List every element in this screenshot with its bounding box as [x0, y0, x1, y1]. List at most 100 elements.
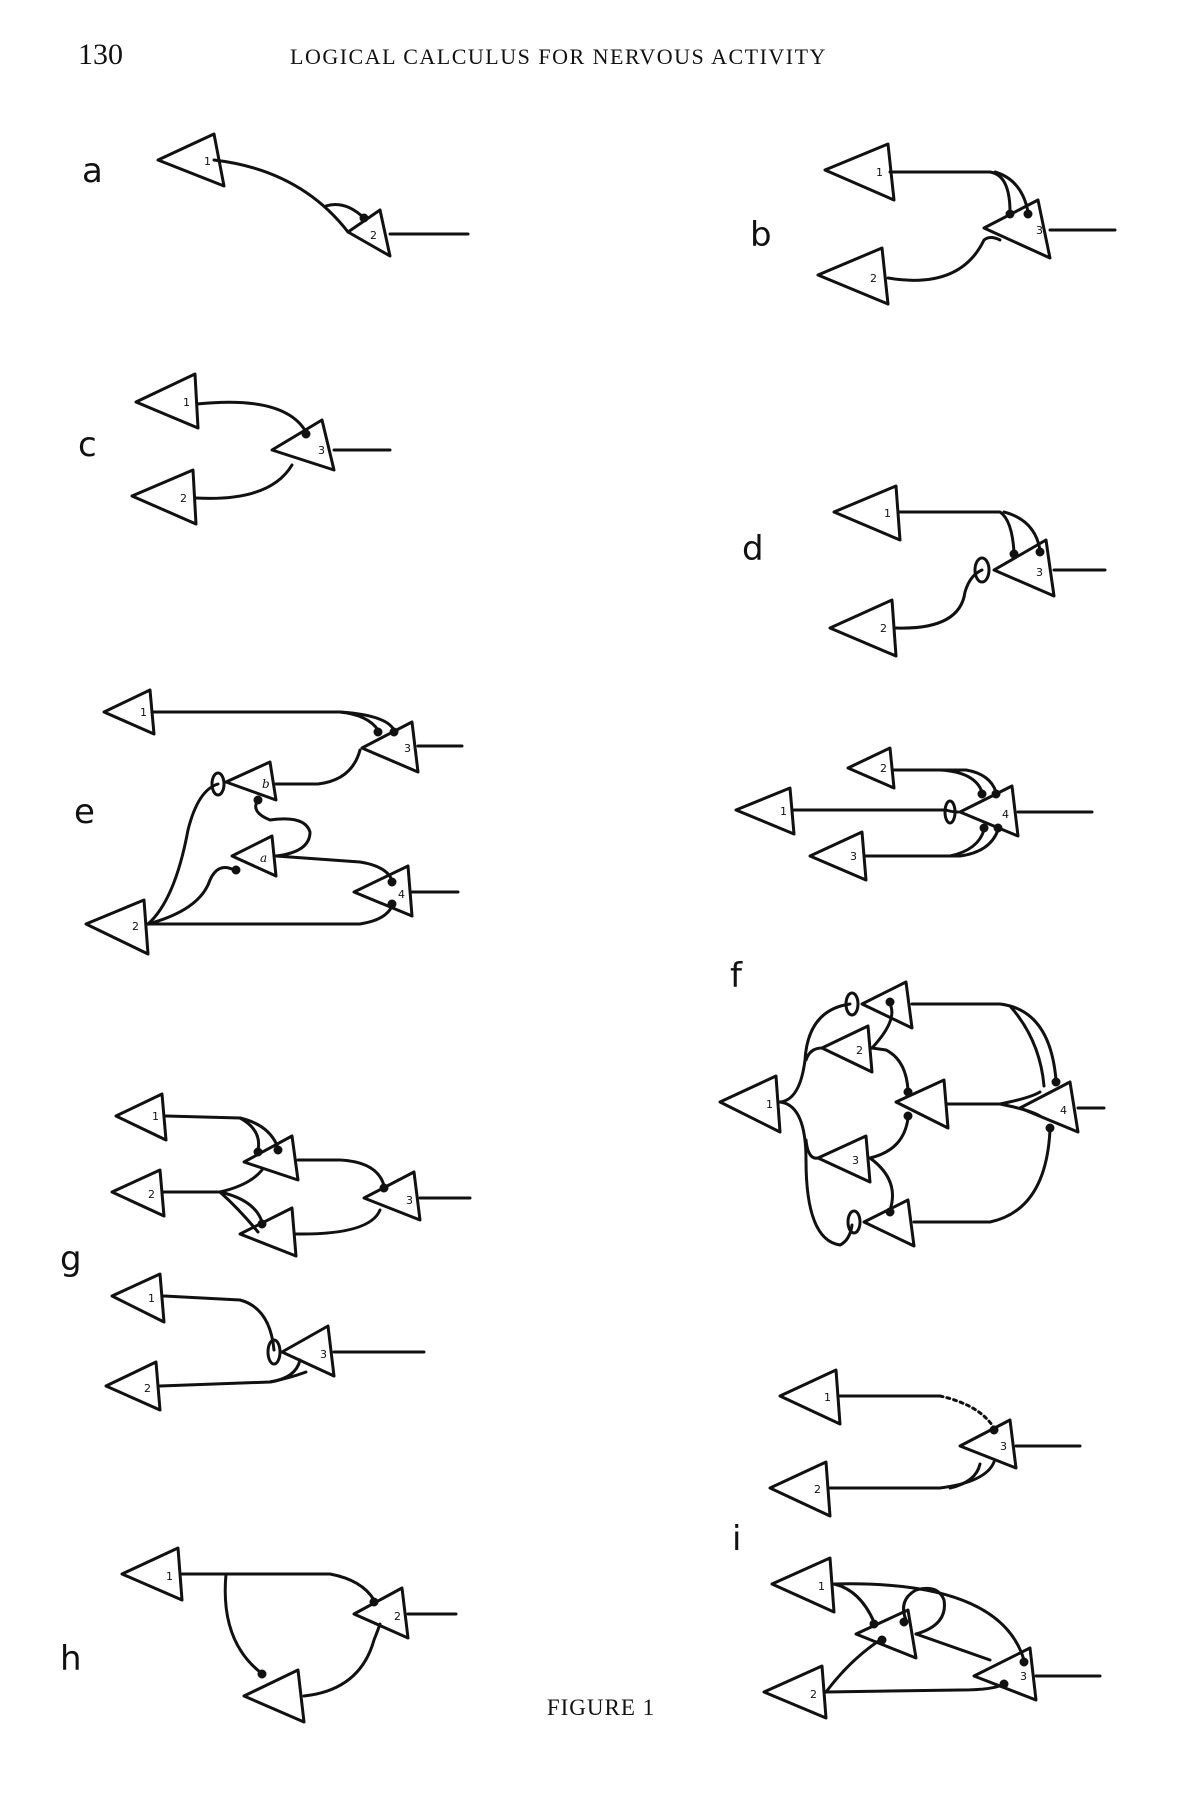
panel-i-lower: 1 2 3 [762, 1556, 1102, 1720]
neuron-top [860, 980, 914, 1030]
neuron-1 [823, 142, 896, 202]
neuron-1 [120, 1546, 184, 1602]
svg-text:2: 2 [880, 762, 887, 775]
axon-2 [886, 236, 1002, 282]
panel-h: h 1 2 [60, 1546, 458, 1724]
svg-text:a: a [260, 851, 267, 865]
svg-text:1: 1 [884, 507, 891, 520]
neuron-loop [854, 1608, 918, 1660]
neuron-3 [362, 1170, 422, 1222]
neuron-3 [360, 720, 420, 774]
axon-1 [195, 400, 308, 434]
inhibitory-ring [846, 1209, 862, 1235]
page-header: 130 LOGICAL CALCULUS FOR NERVOUS ACTIVIT… [0, 38, 1202, 78]
axon-2-to-b [146, 782, 220, 926]
synapse-terminal [359, 213, 369, 223]
svg-text:3: 3 [1020, 1670, 1027, 1683]
svg-text:2: 2 [856, 1044, 863, 1057]
neuron-2 [346, 208, 392, 258]
axon-2 [194, 463, 294, 500]
svg-text:1: 1 [780, 805, 787, 818]
panel-b: b 1 2 3 [750, 142, 1117, 306]
panel-f: f 1 2 3 4 [718, 956, 1106, 1248]
inhibitory-ring [973, 556, 991, 584]
svg-text:1: 1 [152, 1110, 159, 1123]
panel-label-i: i [732, 1519, 741, 1559]
synapse-branch [324, 203, 366, 220]
panel-label-b: b [750, 215, 772, 255]
inhibitory-ring [266, 1338, 282, 1366]
svg-text:3: 3 [320, 1348, 327, 1361]
svg-text:1: 1 [824, 1391, 831, 1404]
neuron-1 [718, 1074, 782, 1134]
neuron-2 [130, 468, 198, 526]
axon-a-loop [254, 798, 312, 858]
axon-1 [150, 710, 380, 732]
figure-caption: FIGURE 1 [546, 1695, 656, 1720]
svg-text:2: 2 [394, 1610, 401, 1623]
recurrent-loop [902, 1586, 946, 1636]
neuron-2 [768, 1460, 832, 1518]
svg-text:3: 3 [850, 850, 857, 863]
neuron-4 [1018, 1080, 1080, 1134]
dotted-branch [938, 1394, 996, 1430]
neuron-1 [770, 1556, 836, 1614]
svg-text:4: 4 [1002, 808, 1009, 821]
svg-text:3: 3 [406, 1194, 413, 1207]
svg-text:2: 2 [132, 920, 139, 933]
neuron-3 [808, 830, 868, 882]
axon [212, 158, 350, 234]
axon-a [274, 854, 394, 882]
panel-g-second: 1 2 3 [104, 1272, 426, 1412]
svg-text:2: 2 [870, 272, 877, 285]
panel-e-right: 2 1 3 4 [734, 746, 1094, 882]
neuron-2 [828, 598, 898, 658]
neuron-1 [114, 1092, 168, 1142]
svg-text:2: 2 [880, 622, 887, 635]
inhibitory-ring [943, 799, 957, 825]
neuron-3 [958, 1418, 1018, 1470]
panel-label-a: a [82, 151, 103, 191]
neuron-2 [104, 1360, 162, 1412]
axon-1-branch [993, 170, 1030, 214]
neuron-2 [762, 1664, 828, 1720]
panel-label-c: c [78, 425, 97, 465]
panel-i-upper: 1 2 3 [768, 1368, 1082, 1518]
panel-label-g: g [60, 1239, 82, 1279]
neuron-3 [280, 1324, 336, 1378]
axon-2-to-4 [146, 904, 394, 926]
page-number: 130 [78, 38, 123, 71]
neuron-1 [778, 1368, 842, 1426]
svg-text:3: 3 [404, 742, 411, 755]
svg-text:2: 2 [370, 229, 377, 242]
neuron-upper [242, 1134, 300, 1182]
svg-text:2: 2 [148, 1188, 155, 1201]
panel-c: c 1 2 3 [78, 372, 392, 526]
running-head: LOGICAL CALCULUS FOR NERVOUS ACTIVITY [290, 44, 827, 69]
svg-text:1: 1 [148, 1292, 155, 1305]
neuron-4 [958, 784, 1020, 838]
svg-text:2: 2 [810, 1688, 817, 1701]
svg-text:3: 3 [1036, 566, 1043, 579]
svg-text:b: b [262, 777, 270, 791]
neuron-3 [992, 538, 1056, 598]
neuron-bottom [862, 1198, 916, 1248]
svg-text:3: 3 [1000, 1440, 1007, 1453]
neuron-inter [242, 1668, 306, 1724]
panel-label-f: f [730, 956, 743, 996]
panel-e: e 1 2 3 b a 4 [74, 688, 464, 956]
inhibitory-ring [844, 991, 860, 1017]
axon-1 [896, 510, 1016, 554]
axon-b [274, 748, 362, 786]
panel-g: g 1 2 3 [60, 1092, 472, 1279]
panel-label-d: d [742, 529, 764, 569]
neuron-a [230, 834, 278, 878]
neuron-lower [238, 1206, 298, 1258]
svg-text:1: 1 [140, 706, 147, 719]
axon-2-to-a [146, 866, 236, 926]
neuron-4 [352, 864, 414, 918]
neuron-2 [84, 898, 150, 956]
axon-1 [888, 170, 1012, 214]
svg-text:2: 2 [180, 492, 187, 505]
